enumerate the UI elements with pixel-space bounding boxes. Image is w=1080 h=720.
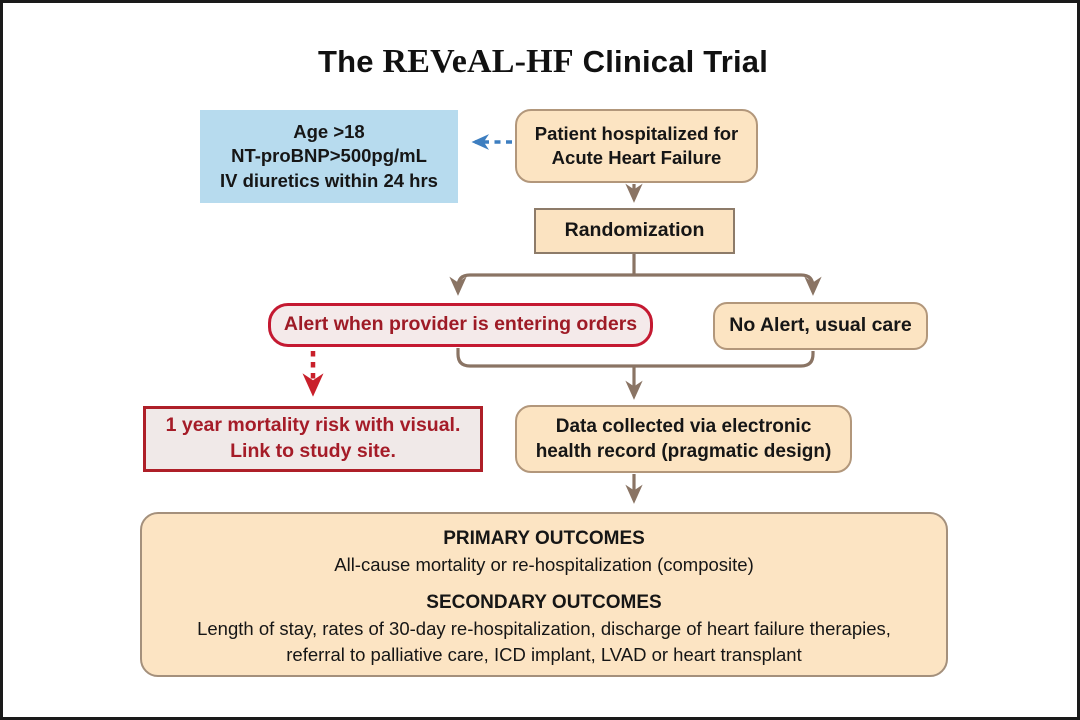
data-box-line: Data collected via electronic [555, 415, 812, 437]
merge-right-branch [634, 351, 815, 368]
eligibility-line: IV diuretics within 24 hrs [220, 169, 438, 191]
split-left-branch [449, 273, 634, 296]
randomization-box: Randomization [534, 208, 735, 254]
data-box-line: health record (pragmatic design) [535, 441, 832, 462]
mortality-box-line: 1 year mortality risk with visual. [165, 414, 461, 437]
eligibility-criteria-box: Age >18 NT-proBNP>500pg/mL IV diuretics … [200, 110, 458, 203]
mortality-risk-box: 1 year mortality risk with visual. Link … [143, 406, 483, 472]
secondary-outcomes-line: Length of stay, rates of 30-day re-hospi… [197, 618, 891, 640]
data-collection-box: Data collected via electronic health rec… [515, 405, 852, 473]
merge-left-branch [456, 348, 634, 368]
primary-outcomes-heading: PRIMARY OUTCOMES [443, 527, 645, 549]
alert-arm-box: Alert when provider is entering orders [268, 303, 653, 347]
split-right-branch [634, 273, 822, 296]
outcomes-box: PRIMARY OUTCOMES All-cause mortality or … [140, 512, 948, 677]
title-prefix: The [317, 44, 383, 79]
patient-box-line: Acute Heart Failure [551, 147, 722, 168]
patient-box-line: Patient hospitalized for [534, 122, 739, 144]
eligibility-line: Age >18 [293, 120, 365, 142]
title-acronym: REVeAL-HF [382, 43, 574, 80]
secondary-outcomes-line: referral to palliative care, ICD implant… [286, 643, 802, 665]
no-alert-arm-label: No Alert, usual care [729, 314, 912, 337]
patient-hospitalized-box: Patient hospitalized for Acute Heart Fai… [515, 109, 758, 183]
secondary-outcomes-heading: SECONDARY OUTCOMES [426, 592, 662, 614]
alert-arm-label: Alert when provider is entering orders [283, 313, 638, 336]
mortality-box-line: Link to study site. [230, 440, 396, 462]
no-alert-arm-box: No Alert, usual care [713, 302, 928, 350]
primary-outcomes-text: All-cause mortality or re-hospitalizatio… [334, 553, 754, 575]
page-title: The REVeAL-HF Clinical Trial [3, 43, 1077, 81]
title-suffix: Clinical Trial [573, 44, 769, 79]
eligibility-line: NT-proBNP>500pg/mL [231, 145, 427, 167]
randomization-label: Randomization [564, 219, 705, 242]
